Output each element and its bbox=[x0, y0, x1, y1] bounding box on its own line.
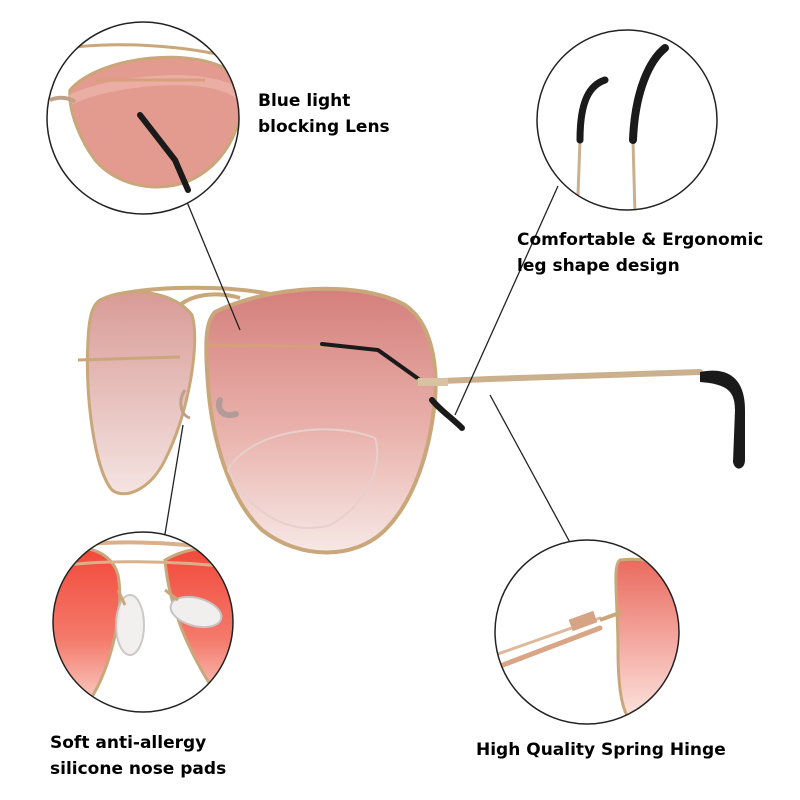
callout-lines bbox=[164, 185, 574, 549]
pointer-hinge bbox=[489, 394, 574, 549]
pointer-nose bbox=[164, 424, 184, 535]
hinge-feature-label: High Quality Spring Hinge bbox=[476, 740, 726, 760]
pointer-lens bbox=[186, 201, 241, 331]
lens-feature-label: Blue light blocking Lens bbox=[258, 91, 390, 137]
zoom-circle-hinge bbox=[494, 539, 680, 725]
nose-pads-feature-label: Soft anti-allergy silicone nose pads bbox=[50, 733, 227, 779]
legs-feature-label: Comfortable & Ergonomic leg shape design bbox=[517, 230, 764, 276]
zoom-circle-legs bbox=[536, 29, 718, 211]
pointer-legs bbox=[454, 185, 559, 416]
zoom-circle-lens bbox=[46, 21, 240, 215]
glasses-main-image bbox=[77, 285, 745, 555]
zoom-circle-nose-pads bbox=[52, 531, 234, 713]
